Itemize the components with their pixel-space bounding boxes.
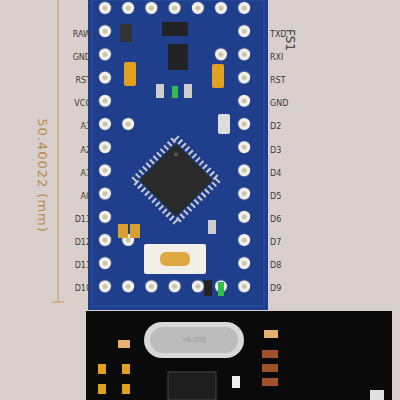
pin-label: RAW — [73, 31, 91, 39]
pin-label: D4 — [270, 170, 281, 178]
dimension-label: 50.40022 (mm) — [36, 118, 49, 233]
pin-label: D8 — [270, 262, 281, 270]
pin-label: D6 — [270, 216, 281, 224]
pin-label: RST — [270, 77, 286, 85]
pin-label: A0 — [80, 193, 91, 201]
pin-label: GND — [73, 54, 91, 62]
pin-label: A1 — [80, 170, 91, 178]
pin-label: D5 — [270, 193, 281, 201]
pin-label: D12 — [75, 239, 91, 247]
pin-label: RXI — [270, 54, 283, 62]
pin-label: D7 — [270, 239, 281, 247]
crystal-marking: 16.000 — [182, 337, 207, 344]
pin-label: D9 — [270, 285, 281, 293]
part-label: FS1 — [284, 29, 296, 51]
pin-label: D3 — [270, 147, 281, 155]
pin-label: GND — [270, 100, 288, 108]
pin-label: VCC — [74, 100, 91, 108]
pin-label: A2 — [80, 147, 91, 155]
pin-label: D13 — [75, 216, 91, 224]
pin-label: D2 — [270, 123, 281, 131]
pin-label: RST — [75, 77, 91, 85]
pin-label: D11 — [75, 262, 91, 270]
pin-label: D10 — [75, 285, 91, 293]
pin-label: A3 — [80, 123, 91, 131]
